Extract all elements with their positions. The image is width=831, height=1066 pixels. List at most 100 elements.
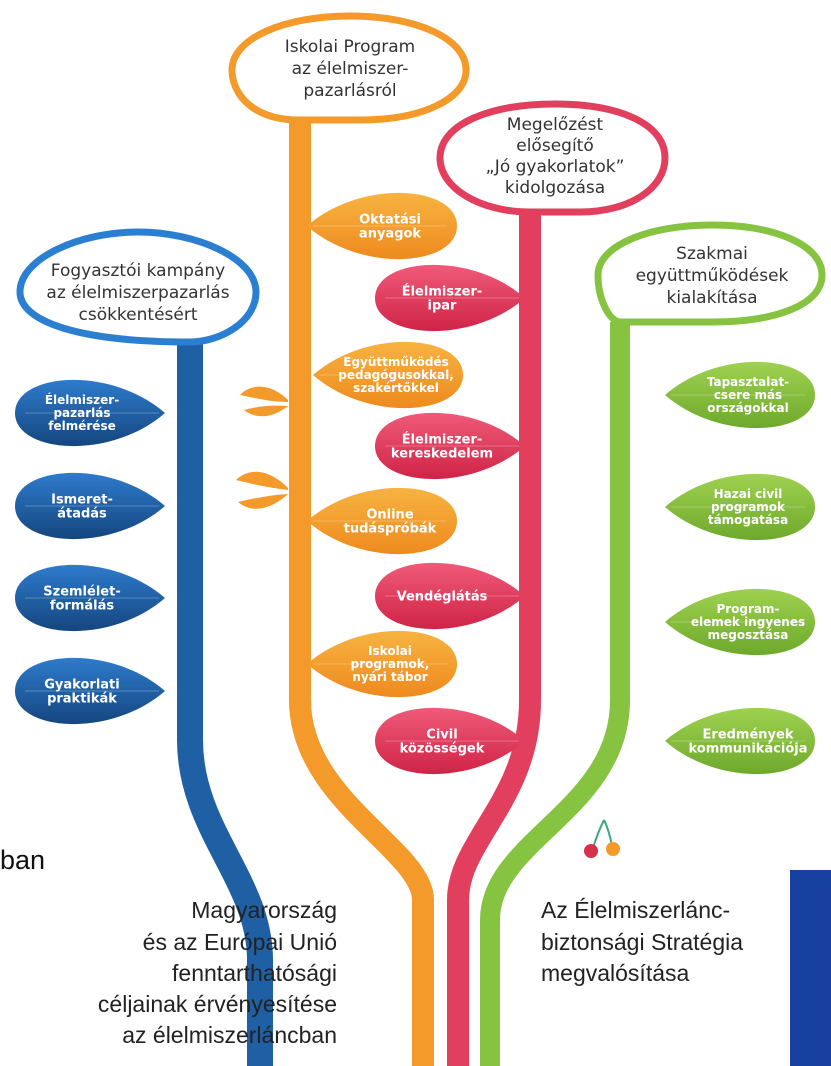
leaf-label: Hazai civil xyxy=(714,487,783,501)
leaf-label: Program- xyxy=(716,602,779,616)
leaf-label: tudáspróbák xyxy=(344,522,437,537)
leaf-label: csere más xyxy=(714,388,782,402)
red-leaf: Vendéglátás xyxy=(375,562,525,630)
leaf-shape xyxy=(665,361,815,429)
blue-title-line: csökkentésért xyxy=(78,305,197,325)
root-left-line: és az Európai Unió xyxy=(143,929,337,955)
leaf-label: Civil xyxy=(426,728,457,743)
leaf-label: Online xyxy=(366,508,413,523)
leaf-shape xyxy=(15,657,165,725)
root-right-line: biztonsági Stratégia xyxy=(541,929,743,955)
green-title-line: kialakítása xyxy=(666,288,757,308)
leaf-label: Eredmények xyxy=(703,728,794,743)
cherry-stem xyxy=(603,819,613,847)
red-title-line: „Jó gyakorlatok” xyxy=(486,157,625,177)
leaf-label: nyári tábor xyxy=(352,670,427,684)
leaf-label: Oktatási xyxy=(359,213,421,228)
orange-title-line: Iskolai Program xyxy=(285,37,416,57)
leaf-label: programok, xyxy=(351,657,430,671)
orange-branch-title: Iskolai Program az élelmiszer- pazarlásr… xyxy=(285,37,416,101)
leaf-label: kereskedelem xyxy=(391,447,493,462)
leaf-shape xyxy=(307,487,457,555)
leaf-shape xyxy=(665,707,815,775)
root-right-caption: Az Élelmiszerlánc- biztonsági Stratégia … xyxy=(541,897,743,986)
leaf-shape xyxy=(665,588,815,656)
leaf-label: országokkal xyxy=(707,401,788,415)
cherry xyxy=(584,844,598,858)
bud-shape xyxy=(240,386,288,402)
leaf-shape xyxy=(15,379,165,447)
blue-stem xyxy=(177,340,273,1066)
leaf-shape xyxy=(375,412,525,480)
red-leaf: Élelmiszer-ipar xyxy=(375,264,525,332)
leaf-label: Élelmiszer- xyxy=(402,284,483,300)
blue-branch-title: Fogyasztói kampány az élelmiszerpazarlás… xyxy=(46,261,229,325)
blue-leaf: Szemlélet-formálás xyxy=(15,564,165,632)
partial-left-text: ban xyxy=(0,845,45,875)
cherry-stem xyxy=(592,819,605,849)
red-stem xyxy=(447,210,541,1066)
leaf-label: kommunikációja xyxy=(688,742,807,757)
leaf-label: pazarlás xyxy=(53,406,110,420)
leaf-label: Élelmiszer- xyxy=(402,432,483,448)
red-title-line: kidolgozása xyxy=(505,178,605,198)
leaf-label: anyagok xyxy=(359,227,422,242)
red-leaf: Élelmiszer-kereskedelem xyxy=(375,412,525,480)
leaf-label: támogatása xyxy=(708,513,788,527)
leaf-shape xyxy=(375,562,525,630)
leaf-label: Ismeret- xyxy=(51,493,113,508)
green-bubble xyxy=(594,221,826,326)
blue-leaf: Ismeret-átadás xyxy=(15,472,165,540)
orange-title-line: pazarlásról xyxy=(303,81,396,101)
leaf-label: átadás xyxy=(57,507,107,522)
leaf-label: programok xyxy=(711,500,786,514)
leaf-label: szakértőkkel xyxy=(353,381,439,395)
blue-title-line: Fogyasztói kampány xyxy=(51,261,225,281)
leaf-label: elemek ingyenes xyxy=(691,615,805,629)
leaf-shape xyxy=(313,341,463,409)
green-branch-title: Szakmai együttműködések kialakítása xyxy=(636,244,789,308)
leaf-label: Iskolai xyxy=(368,644,412,658)
root-left-line: céljainak érvényesítése xyxy=(98,991,337,1017)
red-title-line: Megelőzést xyxy=(507,115,604,135)
leaf-shape xyxy=(307,192,457,260)
brand-box xyxy=(790,870,831,1066)
tree-stems xyxy=(177,118,630,1066)
leaf-label: praktikák xyxy=(47,692,117,707)
root-left-line: az élelmiszerláncban xyxy=(122,1022,337,1048)
green-stem xyxy=(480,322,630,1066)
bud-shape xyxy=(238,494,288,509)
red-bubble xyxy=(436,100,669,216)
orange-title-line: az élelmiszer- xyxy=(292,59,409,79)
green-title-line: együttműködések xyxy=(636,266,789,286)
orange-buds xyxy=(236,386,288,509)
leaves: Élelmiszer-pazarlásfelméréseIsmeret-átad… xyxy=(15,192,815,775)
red-title-line: elősegítő xyxy=(516,136,593,156)
leaf-shape xyxy=(15,564,165,632)
leaf-shape xyxy=(15,472,165,540)
leaf-label: Gyakorlati xyxy=(44,678,119,693)
cherries-decoration xyxy=(584,819,620,858)
leaf-label: formálás xyxy=(50,599,115,614)
root-right-line: megvalósítása xyxy=(541,960,690,986)
leaf-label: ipar xyxy=(428,299,458,314)
green-title-line: Szakmai xyxy=(676,244,748,264)
leaf-shape xyxy=(375,264,525,332)
leaf-shape xyxy=(307,630,457,698)
cherry xyxy=(606,842,620,856)
root-left-line: fenntarthatósági xyxy=(172,960,337,986)
root-right-line: Az Élelmiszerlánc- xyxy=(541,897,730,923)
blue-bubble xyxy=(16,228,260,346)
leaf-label: Tapasztalat- xyxy=(707,375,789,389)
leaf-label: Vendéglátás xyxy=(397,590,488,605)
root-left-caption: Magyarország és az Európai Unió fenntart… xyxy=(98,897,337,1048)
